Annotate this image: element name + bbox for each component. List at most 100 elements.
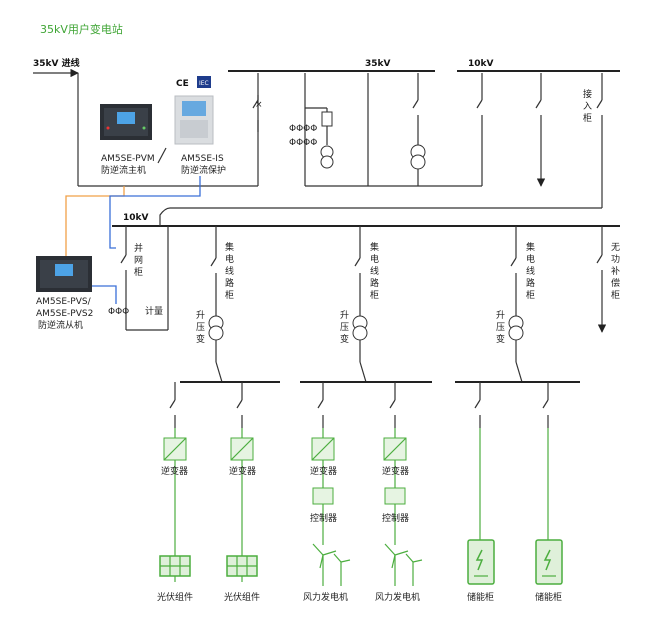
blue-link-1	[109, 176, 201, 249]
bus10a-label: 10kV	[468, 59, 494, 69]
load-label-3: 风力发电机	[303, 591, 348, 603]
svg-text:线: 线	[526, 265, 535, 277]
svg-text:柜: 柜	[370, 289, 379, 301]
svg-text:线: 线	[370, 265, 379, 277]
access-cabinet-label-3: 柜	[583, 112, 592, 124]
wind-turbine-icon-2	[384, 543, 423, 586]
svg-text:柜: 柜	[526, 289, 535, 301]
load-label-6: 储能柜	[535, 591, 562, 603]
divider-slash	[157, 147, 167, 164]
inverter-label-3: 逆变器	[310, 465, 337, 477]
svg-text:升: 升	[196, 310, 205, 321]
reactive-label-2: 功	[611, 254, 620, 265]
incoming-label: 35kV 进线	[33, 57, 80, 69]
svg-text:变: 变	[340, 333, 349, 345]
grid-cabinet-feeder	[120, 226, 169, 331]
is-desc: 防逆流保护	[181, 164, 226, 176]
svg-text:路: 路	[526, 277, 535, 289]
access-cabinet-label-2: 入	[583, 101, 592, 112]
inverter-label-4: 逆变器	[382, 465, 409, 477]
bus35-label: 35kV	[365, 59, 391, 69]
storage-cabinet-icon-1	[467, 539, 495, 585]
orange-link	[65, 186, 125, 256]
pvm-desc: 防逆流主机	[101, 164, 146, 176]
svg-text:变: 变	[496, 333, 505, 345]
controller-label-4: 控制器	[382, 512, 409, 524]
branch-switches	[169, 382, 549, 428]
svg-text:ΦΦΦΦ: ΦΦΦΦ	[289, 124, 317, 134]
load-label-2: 光伏组件	[224, 591, 260, 603]
metering-label: 计量	[145, 305, 163, 317]
page-title: 35kV用户变电站	[40, 22, 123, 36]
reactive-label-4: 偿	[611, 277, 620, 289]
pt-branch: ΦΦΦΦ ΦΦΦΦ	[289, 73, 368, 187]
svg-text:路: 路	[370, 277, 379, 289]
svg-text:集: 集	[370, 241, 379, 253]
load-label-4: 风力发电机	[375, 591, 420, 603]
inverter-1	[163, 428, 187, 556]
reactive-label-3: 补	[611, 265, 620, 277]
grid-cabinet-label-2: 网	[134, 255, 143, 266]
pv-panel-icon-2	[226, 555, 258, 582]
svg-text:电: 电	[225, 253, 234, 265]
svg-text:变: 变	[196, 333, 205, 345]
wind-turbine-icon-1	[312, 543, 351, 586]
inverter-2	[230, 428, 254, 556]
svg-text:升: 升	[496, 310, 505, 321]
pvs-model-2: AM5SE-PVS2	[36, 309, 93, 319]
svg-text:线: 线	[225, 265, 234, 277]
reactive-cabinet-feeder	[596, 226, 607, 333]
grid-cabinet-label-1: 并	[134, 242, 143, 254]
load-label-5: 储能柜	[467, 591, 494, 603]
metering-ct-icon: ΦΦΦ	[108, 307, 129, 317]
reactive-label-5: 柜	[611, 289, 620, 301]
inverter-label-1: 逆变器	[161, 465, 188, 477]
collector-labels-3: 集 电 线 路 柜 升 压 变	[496, 241, 535, 345]
collector-labels-1: 集 电 线 路 柜 升 压 变	[196, 241, 234, 345]
blue-link-2	[92, 285, 117, 304]
is-model: AM5SE-IS	[181, 154, 224, 164]
svg-text:电: 电	[370, 253, 379, 265]
collector-feeder-2	[352, 226, 368, 383]
svg-text:集: 集	[526, 241, 535, 253]
iec-badge	[197, 76, 211, 88]
access-cabinet-feeder	[170, 73, 603, 209]
load-label-1: 光伏组件	[157, 591, 193, 603]
collector-feeder-1	[208, 226, 224, 383]
feeder-35kv-transformer	[367, 73, 426, 187]
access-cabinet-label-1: 接	[583, 88, 592, 100]
iec-text: IEC	[199, 80, 209, 87]
storage-cabinet-icon-2	[535, 539, 563, 585]
pvs-model-1: AM5SE-PVS/	[36, 297, 92, 307]
inverter-4	[383, 428, 407, 545]
svg-text:电: 电	[526, 253, 535, 265]
feeder-10kv-1	[418, 73, 483, 187]
svg-text:集: 集	[225, 241, 234, 253]
pv-panel-icon-1	[159, 555, 191, 582]
reactive-label-1: 无	[611, 242, 620, 253]
collector-labels-2: 集 电 线 路 柜 升 压 变	[340, 241, 379, 345]
svg-text:升: 升	[340, 310, 349, 321]
controller-label-3: 控制器	[310, 512, 337, 524]
pvs-device-image	[36, 256, 92, 292]
pvm-model: AM5SE-PVM	[101, 154, 155, 164]
is-device-image	[174, 95, 214, 145]
switch-incoming: ×	[252, 95, 263, 132]
collector-feeder-3	[508, 226, 524, 383]
feeder-10kv-2	[535, 73, 546, 187]
svg-text:压: 压	[496, 322, 505, 333]
inverter-label-2: 逆变器	[229, 465, 256, 477]
pvm-device-image	[100, 104, 152, 140]
bus10b-label: 10kV	[123, 213, 149, 223]
bus-link	[159, 207, 171, 226]
pvs-desc: 防逆流从机	[38, 319, 83, 331]
svg-text:柜: 柜	[225, 289, 234, 301]
svg-text:×: ×	[255, 100, 263, 110]
inverter-3	[311, 428, 335, 545]
svg-text:路: 路	[225, 277, 234, 289]
svg-text:ΦΦΦΦ: ΦΦΦΦ	[289, 138, 317, 148]
svg-text:压: 压	[340, 322, 349, 333]
svg-text:压: 压	[196, 322, 205, 333]
grid-cabinet-label-3: 柜	[134, 266, 143, 278]
